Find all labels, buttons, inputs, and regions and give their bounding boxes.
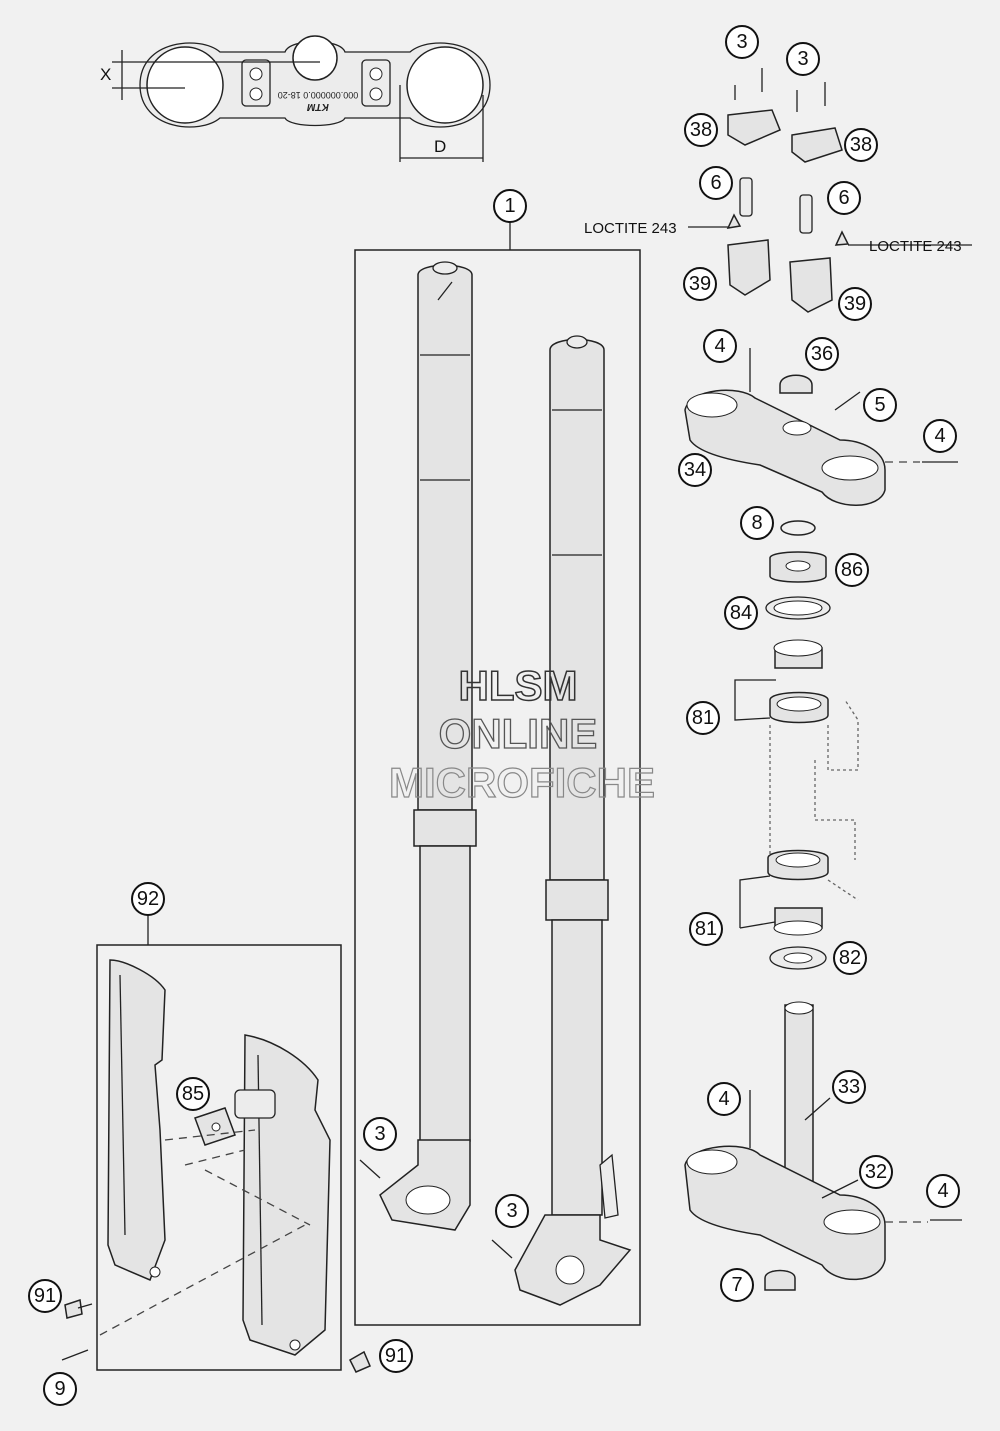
callout-label: 3	[506, 1200, 517, 1222]
callout-5: 5	[863, 388, 897, 422]
callout-32: 32	[859, 1155, 893, 1189]
callout-81: 81	[689, 912, 723, 946]
callout-9: 9	[43, 1372, 77, 1406]
right-fork-guard	[234, 1034, 331, 1356]
callout-label: 81	[695, 918, 717, 940]
clamp-logo-marking: KTM	[307, 101, 329, 112]
callout-38: 38	[684, 113, 718, 147]
callout-label: 8	[751, 512, 762, 534]
callout-39: 39	[838, 287, 872, 321]
callout-label: 6	[838, 187, 849, 209]
guard-clamp	[194, 1107, 236, 1146]
dimension-x-label: X	[100, 65, 111, 84]
watermark-line-1: HLSM	[459, 662, 578, 709]
callout-3: 3	[495, 1194, 529, 1228]
callout-92: 92	[131, 882, 165, 916]
callout-label: 86	[841, 559, 863, 581]
callout-4: 4	[703, 329, 737, 363]
loctite-note-right: LOCTITE 243	[869, 238, 962, 255]
callout-label: 85	[182, 1083, 204, 1105]
callout-3: 3	[725, 25, 759, 59]
callout-label: 33	[838, 1076, 860, 1098]
callout-36: 36	[805, 337, 839, 371]
callout-6: 6	[827, 181, 861, 215]
callout-4: 4	[926, 1174, 960, 1208]
callout-38: 38	[844, 128, 878, 162]
steering-bearing-stack	[765, 520, 859, 970]
right-fork-leg	[514, 335, 632, 1306]
callout-label: 81	[692, 707, 714, 729]
callout-label: 92	[137, 888, 159, 910]
callout-label: 3	[374, 1123, 385, 1145]
watermark-line-3: MICROFICHE	[389, 759, 655, 806]
callout-label: 91	[34, 1285, 56, 1307]
left-fork-leg	[379, 261, 477, 1231]
callout-label: 38	[690, 119, 712, 141]
callout-6: 6	[699, 166, 733, 200]
callout-3: 3	[363, 1117, 397, 1151]
callout-label: 7	[731, 1274, 742, 1296]
watermark: HLSM ONLINE MICROFICHE	[388, 661, 655, 806]
left-fork-guard	[107, 959, 166, 1281]
callout-82: 82	[833, 941, 867, 975]
callout-label: 82	[839, 947, 861, 969]
callout-85: 85	[176, 1077, 210, 1111]
callout-1: 1	[493, 189, 527, 223]
loctite-note-left: LOCTITE 243	[584, 220, 677, 237]
callout-label: 36	[811, 343, 833, 365]
fork-guard-frame	[96, 944, 342, 1371]
callout-label: 3	[797, 48, 808, 70]
reference-triple-clamp: 000.000000.0 18-20 KTM X D	[100, 35, 491, 162]
upper-triple-clamp	[684, 348, 958, 506]
clamp-code-marking: 000.000000.0 18-20	[278, 90, 359, 100]
watermark-line-2: ONLINE	[439, 710, 598, 757]
lower-triple-clamp	[684, 1001, 962, 1291]
callout-4: 4	[707, 1082, 741, 1116]
callout-4: 4	[923, 419, 957, 453]
callout-label: 4	[934, 425, 945, 447]
callout-label: 3	[736, 31, 747, 53]
callout-label: 4	[714, 335, 725, 357]
callout-33: 33	[832, 1070, 866, 1104]
callout-81: 81	[686, 701, 720, 735]
callout-label: 9	[54, 1378, 65, 1400]
callout-91: 91	[379, 1339, 413, 1373]
callout-label: 34	[684, 459, 706, 481]
callout-label: 38	[850, 134, 872, 156]
callout-label: 1	[504, 195, 515, 217]
dimension-d-label: D	[434, 137, 446, 156]
fork-assembly-frame	[354, 249, 641, 1326]
callout-39: 39	[683, 267, 717, 301]
callout-label: 4	[937, 1180, 948, 1202]
callout-label: 4	[718, 1088, 729, 1110]
callout-label: 39	[689, 273, 711, 295]
callout-label: 84	[730, 602, 752, 624]
callout-8: 8	[740, 506, 774, 540]
callout-84: 84	[724, 596, 758, 630]
callout-7: 7	[720, 1268, 754, 1302]
callout-label: 6	[710, 172, 721, 194]
callout-label: 5	[874, 394, 885, 416]
callout-label: 32	[865, 1161, 887, 1183]
callout-3: 3	[786, 42, 820, 76]
callout-34: 34	[678, 453, 712, 487]
callout-label: 39	[844, 293, 866, 315]
callout-label: 91	[385, 1345, 407, 1367]
handlebar-clamp-parts	[727, 68, 843, 313]
callout-86: 86	[835, 553, 869, 587]
callout-91: 91	[28, 1279, 62, 1313]
